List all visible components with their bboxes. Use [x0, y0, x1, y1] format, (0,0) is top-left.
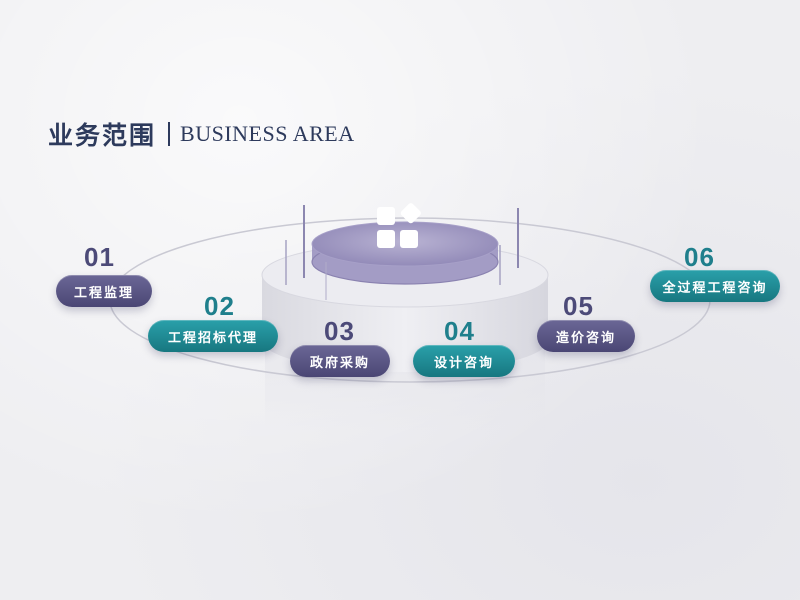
item-pill-03: 政府采购: [290, 345, 390, 377]
item-pill-06: 全过程工程咨询: [650, 270, 780, 302]
item-number-05: 05: [563, 291, 594, 321]
item-pill-02: 工程招标代理: [148, 320, 278, 352]
title-english: BUSINESS AREA: [180, 121, 355, 146]
item-number-03: 03: [324, 316, 355, 346]
item-pill-01: 工程监理: [56, 275, 152, 307]
item-number-02: 02: [204, 291, 235, 321]
item-pill-05: 造价咨询: [537, 320, 635, 352]
item-pill-04: 设计咨询: [413, 345, 515, 377]
item-number-01: 01: [84, 242, 115, 272]
title-chinese: 业务范围: [48, 121, 157, 150]
title-divider: [168, 122, 171, 146]
item-number-04: 04: [444, 316, 475, 346]
item-number-06: 06: [684, 242, 715, 272]
section-title: 业务范围 BUSINESS AREA: [48, 116, 355, 152]
grid-icon: [377, 203, 421, 248]
